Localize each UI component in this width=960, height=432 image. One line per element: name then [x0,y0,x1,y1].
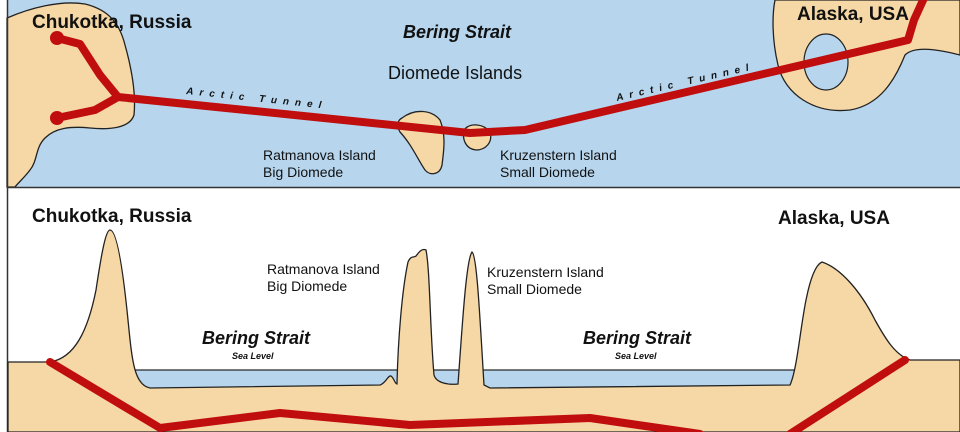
map-big-island-name: Ratmanova Island [263,147,376,163]
tunnel-endpoint [50,31,64,45]
tunnel-endpoint [50,111,64,125]
tunnel-route-map [53,0,928,137]
map-west-label: Chukotka, Russia [32,12,192,33]
tunnel-branch-map [53,93,122,122]
sea-level-label-west: Sea Level [232,351,274,361]
profile-strait-label-west: Bering Strait [202,328,311,348]
tunnel-profile-west [46,358,704,432]
profile-big-island-name: Ratmanova Island [267,261,380,277]
chukotka-landmass [6,2,136,188]
sea-level-label-east: Sea Level [615,351,657,361]
map-islands-label: Diomede Islands [388,63,522,83]
map-small-island-alt: Small Diomede [500,164,595,180]
profile-strait-label-east: Bering Strait [583,328,692,348]
map-small-island-name: Kruzenstern Island [500,147,617,163]
map-east-label: Alaska, USA [797,4,909,25]
profile-east-label: Alaska, USA [778,208,890,229]
map-title: Bering Strait [403,22,512,42]
profile-small-island-name: Kruzenstern Island [487,264,604,280]
terrain-profile [7,229,960,432]
profile-panel: Chukotka, Russia Alaska, USA Ratmanova I… [7,206,960,432]
profile-west-label: Chukotka, Russia [32,206,192,227]
map-panel: Chukotka, Russia Alaska, USA Bering Stra… [6,0,960,188]
map-big-island-alt: Big Diomede [263,164,343,180]
profile-big-island-alt: Big Diomede [267,278,347,294]
tunnel-profile-east [786,356,909,432]
profile-small-island-alt: Small Diomede [487,281,582,297]
